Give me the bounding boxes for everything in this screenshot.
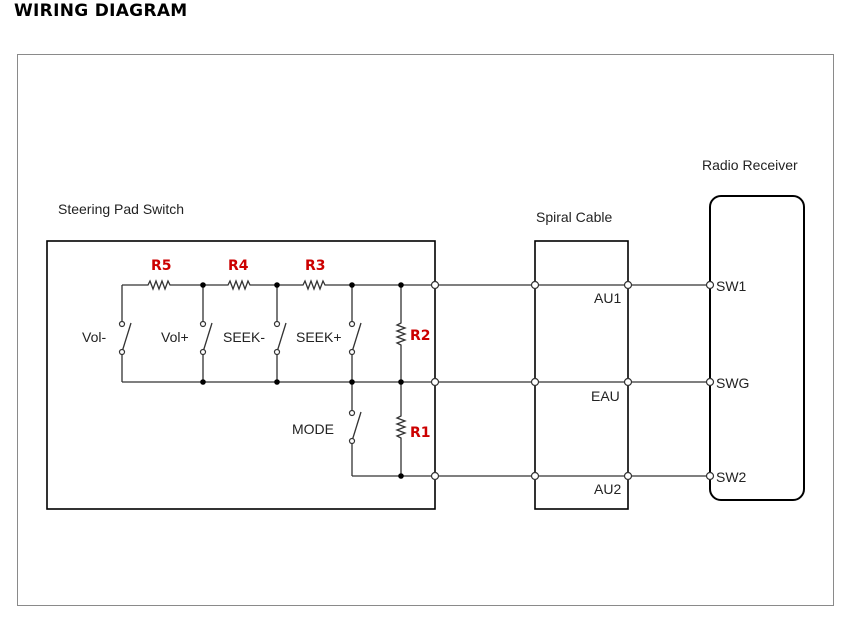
steering-pad-switch-box xyxy=(46,240,436,510)
seek-minus-label: SEEK- xyxy=(223,329,265,345)
au1-label: AU1 xyxy=(594,290,621,306)
top-rail xyxy=(122,279,710,291)
au2-label: AU2 xyxy=(594,481,621,497)
vol-minus-label: Vol- xyxy=(82,329,106,345)
sw1-label: SW1 xyxy=(716,278,747,294)
spiral-cable-label: Spiral Cable xyxy=(536,209,612,225)
mode-switch xyxy=(348,382,362,476)
r1-label: R1 xyxy=(410,425,431,441)
connector-terminals xyxy=(430,280,715,481)
spiral-cable-box xyxy=(534,240,629,510)
junction-dots xyxy=(200,282,404,479)
r4-label: R4 xyxy=(228,258,249,274)
radio-receiver-label: Radio Receiver xyxy=(702,157,798,173)
mode-label: MODE xyxy=(292,421,334,437)
diagram-frame xyxy=(17,54,834,606)
seek-plus-label: SEEK+ xyxy=(296,329,342,345)
r5-label: R5 xyxy=(151,258,172,274)
sw2-label: SW2 xyxy=(716,469,747,485)
vol-minus-switch xyxy=(118,285,132,382)
steering-pad-switch-label: Steering Pad Switch xyxy=(58,201,184,217)
eau-label: EAU xyxy=(591,388,620,404)
vol-plus-switch xyxy=(199,285,213,382)
vol-plus-label: Vol+ xyxy=(161,329,189,345)
r1-resistor xyxy=(395,382,407,476)
swg-label: SWG xyxy=(716,375,749,391)
r2-resistor xyxy=(395,285,407,382)
seek-minus-switch xyxy=(273,285,287,382)
page-title: WIRING DIAGRAM xyxy=(14,1,188,21)
r3-label: R3 xyxy=(305,258,326,274)
seek-plus-switch xyxy=(348,285,362,382)
radio-receiver-box xyxy=(709,195,805,501)
r2-label: R2 xyxy=(410,328,431,344)
